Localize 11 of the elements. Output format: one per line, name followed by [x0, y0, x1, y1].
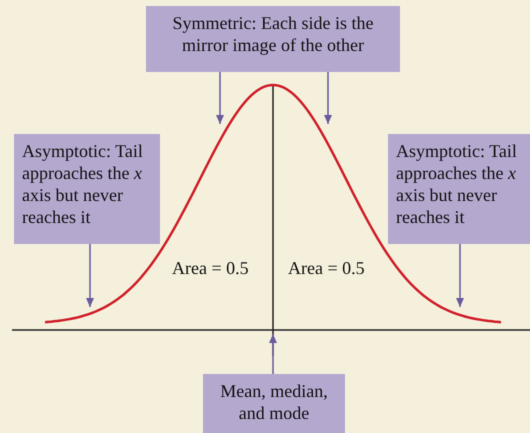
arrow	[456, 244, 464, 307]
arrow	[216, 72, 224, 124]
callout-box: Asymptotic: Tail approaches the x axis but never reaches it	[388, 134, 530, 244]
area-label: Area = 0.5	[172, 258, 249, 279]
arrow	[86, 244, 94, 307]
callout-box: Asymptotic: Tail approaches the x axis but never reaches it	[14, 134, 160, 244]
callout-box: Symmetric: Each side is the mirror image of the other	[146, 6, 400, 72]
area-label: Area = 0.5	[288, 258, 365, 279]
callout-box: Mean, median, and mode	[203, 374, 345, 433]
arrow	[324, 72, 332, 124]
arrow	[269, 334, 277, 374]
